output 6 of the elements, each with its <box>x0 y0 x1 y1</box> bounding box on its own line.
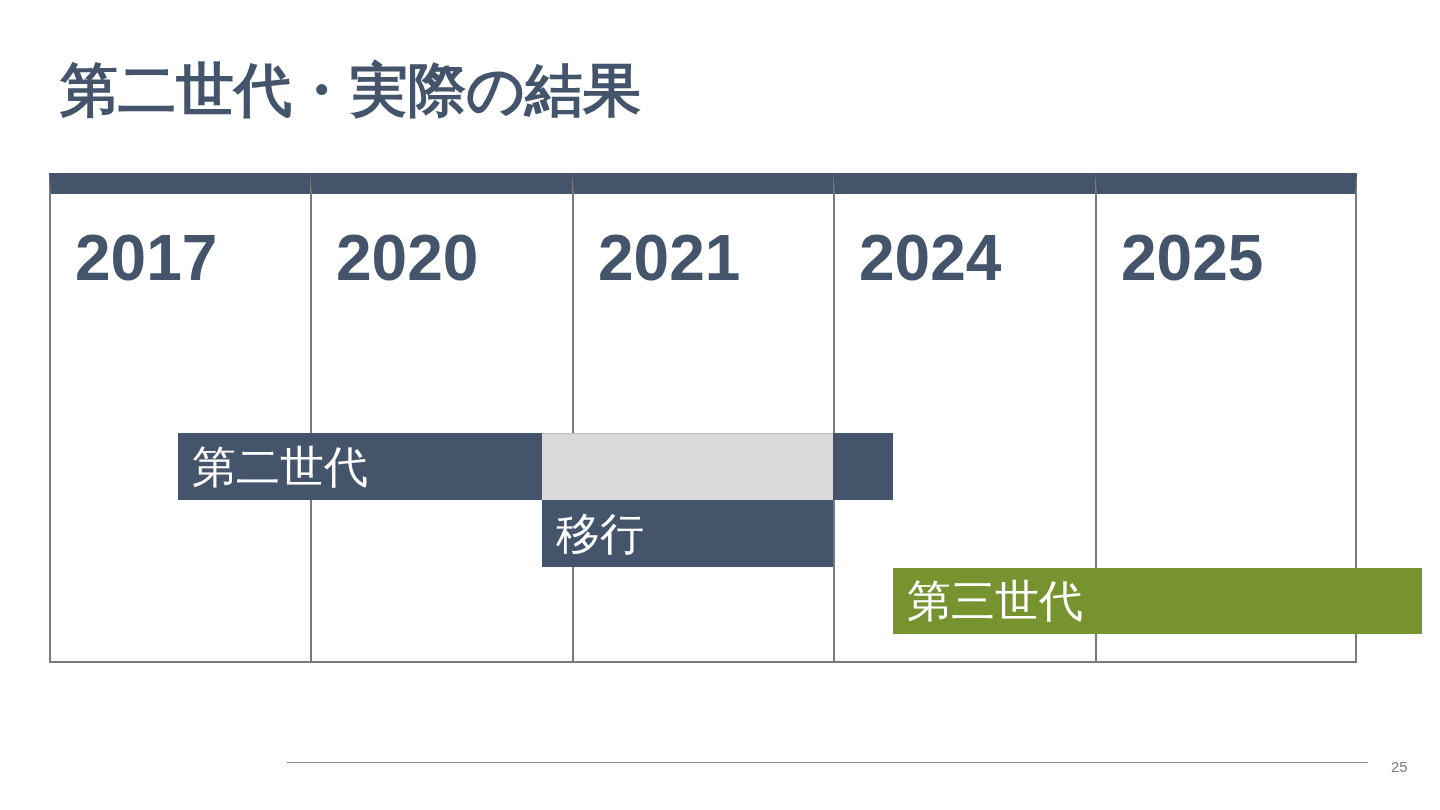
timeline-bar: 第三世代 <box>893 568 1422 634</box>
bar-segment <box>542 433 833 500</box>
timeline-bar: 移行 <box>542 500 833 567</box>
timeline-bar <box>178 433 893 500</box>
page-number: 25 <box>1391 759 1408 774</box>
slide-title: 第二世代・実際の結果 <box>60 56 641 126</box>
